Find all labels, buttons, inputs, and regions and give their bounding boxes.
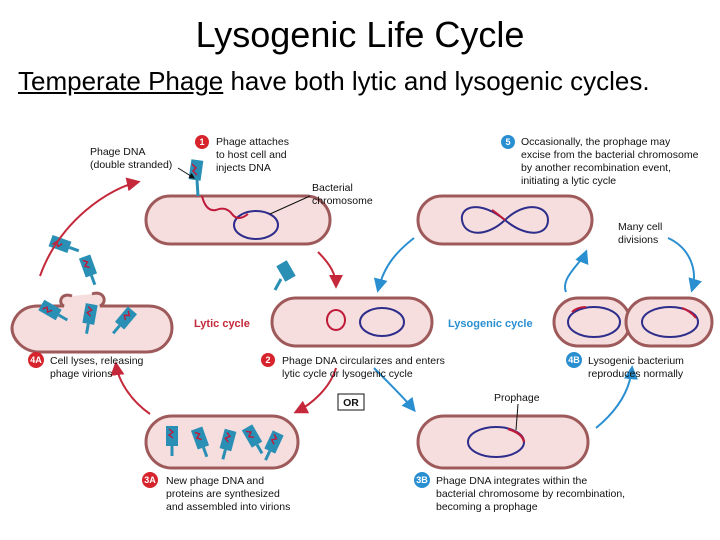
phage-near-step2 — [273, 260, 296, 291]
prophage-segment-left — [571, 306, 587, 313]
badge-step3b: 3B — [414, 472, 430, 488]
badge-step4a: 4A — [28, 352, 44, 368]
badge-step1: 1 — [195, 135, 209, 149]
cell-step3b — [416, 414, 590, 470]
pointer-bacterial-chromosome — [269, 195, 311, 215]
or-box — [337, 393, 365, 411]
excising-prophage-red — [491, 209, 506, 221]
label-prophage: Prophage — [494, 392, 540, 404]
pointer-prophage — [515, 403, 519, 431]
cell-divided-right — [624, 296, 714, 348]
injected-dna — [201, 195, 249, 219]
label-lytic-cycle: Lytic cycle — [194, 318, 250, 330]
label-lysogenic-cycle: Lysogenic cycle — [448, 318, 533, 330]
badge-step4b: 4B — [566, 352, 582, 368]
arrow-step4b-to-step5 — [563, 249, 589, 293]
prophage-segment-right — [681, 307, 697, 319]
arrow-step5-to-step2 — [373, 237, 415, 293]
arrow-lysis-to-infection — [39, 177, 141, 277]
subtitle-rest: have both lytic and lysogenic cycles. — [223, 66, 650, 96]
arrow-step2-to-step3b — [373, 367, 416, 413]
released-virions — [38, 234, 138, 335]
circularized-phage-dna — [326, 309, 346, 331]
arrow-step3b-to-step4b — [595, 365, 638, 429]
badge-step1-text: 1 — [199, 137, 204, 147]
badge-step3a-text: 3A — [144, 475, 156, 485]
arrow-cell-divisions — [667, 237, 702, 293]
badge-step2-text: 2 — [265, 355, 270, 365]
assembling-virions — [166, 424, 284, 461]
arrow-step2-to-step3a — [293, 367, 337, 414]
badge-step3a: 3A — [142, 472, 158, 488]
chromosome-step2 — [359, 307, 405, 337]
badge-step5: 5 — [501, 135, 515, 149]
cell-step2 — [270, 296, 434, 348]
bacterial-chromosome — [233, 210, 279, 240]
pointer-phage-dna — [177, 167, 196, 179]
label-or: OR — [343, 397, 359, 409]
phage-attaching — [188, 159, 204, 197]
label-phage-dna: Phage DNA(double stranded) — [90, 146, 172, 171]
badge-step4a-text: 4A — [30, 355, 42, 365]
chromosome-daughter-right — [641, 306, 699, 338]
arrow-step1-to-step2 — [317, 251, 343, 289]
cell-divided-left — [552, 296, 632, 348]
badge-step2: 2 — [261, 353, 275, 367]
badge-step3b-text: 3B — [416, 475, 428, 485]
cell-step1 — [144, 194, 332, 246]
subtitle-underlined: Temperate Phage — [18, 66, 224, 96]
badge-step5-text: 5 — [505, 137, 510, 147]
arrow-step3a-to-step4a — [110, 361, 151, 415]
integrated-prophage — [507, 427, 526, 443]
page-title: Lysogenic Life Cycle — [195, 14, 525, 55]
chromosome-daughter-left — [567, 306, 621, 338]
badge-step4b-text: 4B — [568, 355, 580, 365]
page-subtitle: Temperate Phage have both lytic and lyso… — [18, 66, 650, 97]
